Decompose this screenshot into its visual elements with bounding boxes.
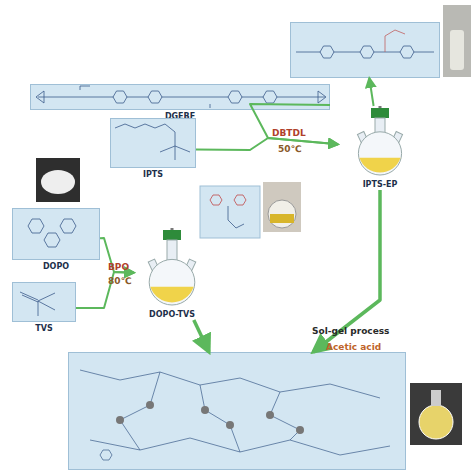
dopo-tvs-structure [200,186,260,238]
structure-box [68,352,406,470]
reaction-arrow [194,320,209,352]
clamp [163,230,181,240]
ipts-ep-photo [443,5,471,77]
structure-band [110,118,196,168]
benzene-ring [210,195,222,205]
flask-outline [338,106,422,178]
reaction-condition: DBTDL [272,128,306,138]
compound-name: IPTS-EP [338,180,422,190]
structure-box: DOPO [12,208,100,272]
reaction-condition: 80℃ [108,276,131,286]
liquid [270,214,294,223]
reaction-arrow [369,78,373,106]
reaction-arrow [76,272,134,308]
structure-band [12,208,100,260]
compound-name: TVS [12,324,76,334]
flask-body [149,259,195,305]
reaction-arrow [196,138,338,150]
photo-background [36,158,80,202]
flask-liquid [359,158,400,173]
reaction-arrow [250,104,338,144]
compound-name: DOPO [12,262,100,272]
reaction-condition: 50℃ [278,144,301,154]
vial [450,30,464,70]
structure-box: TVS [12,282,76,334]
powder [41,170,75,194]
clamp [371,108,389,118]
flask-body [358,132,401,175]
reaction-arrow [100,238,134,273]
dopo-tvs-photo [263,182,301,232]
reaction-condition: BPO [108,262,129,272]
structure-band [290,22,440,78]
flask [268,200,296,228]
structure-band [68,352,406,470]
neck [431,390,441,406]
structure-band [200,186,260,238]
compound-name: IPTS [110,170,196,180]
photo-background [410,383,462,445]
reaction-condition: Acetic acid [326,342,381,352]
reaction-condition: Sol-gel process [312,326,389,336]
structure-band [30,84,330,110]
flask [419,405,453,439]
reaction-flask: IPTS-EP [338,106,422,190]
dopo-photo [36,158,80,202]
structure-box [290,22,440,78]
bond [228,206,244,228]
flask-liquid [150,287,193,303]
benzene-ring [234,195,246,205]
flask-outline [134,228,210,308]
compound-name: DOPO-TVS [134,310,210,320]
photo-background [443,5,471,77]
product-photo [410,383,462,445]
photo-background [263,182,301,232]
reaction-flask: DOPO-TVS [134,228,210,320]
structure-box: DGEBF [30,84,330,122]
structure-box: IPTS [110,118,196,180]
structure-band [12,282,76,322]
